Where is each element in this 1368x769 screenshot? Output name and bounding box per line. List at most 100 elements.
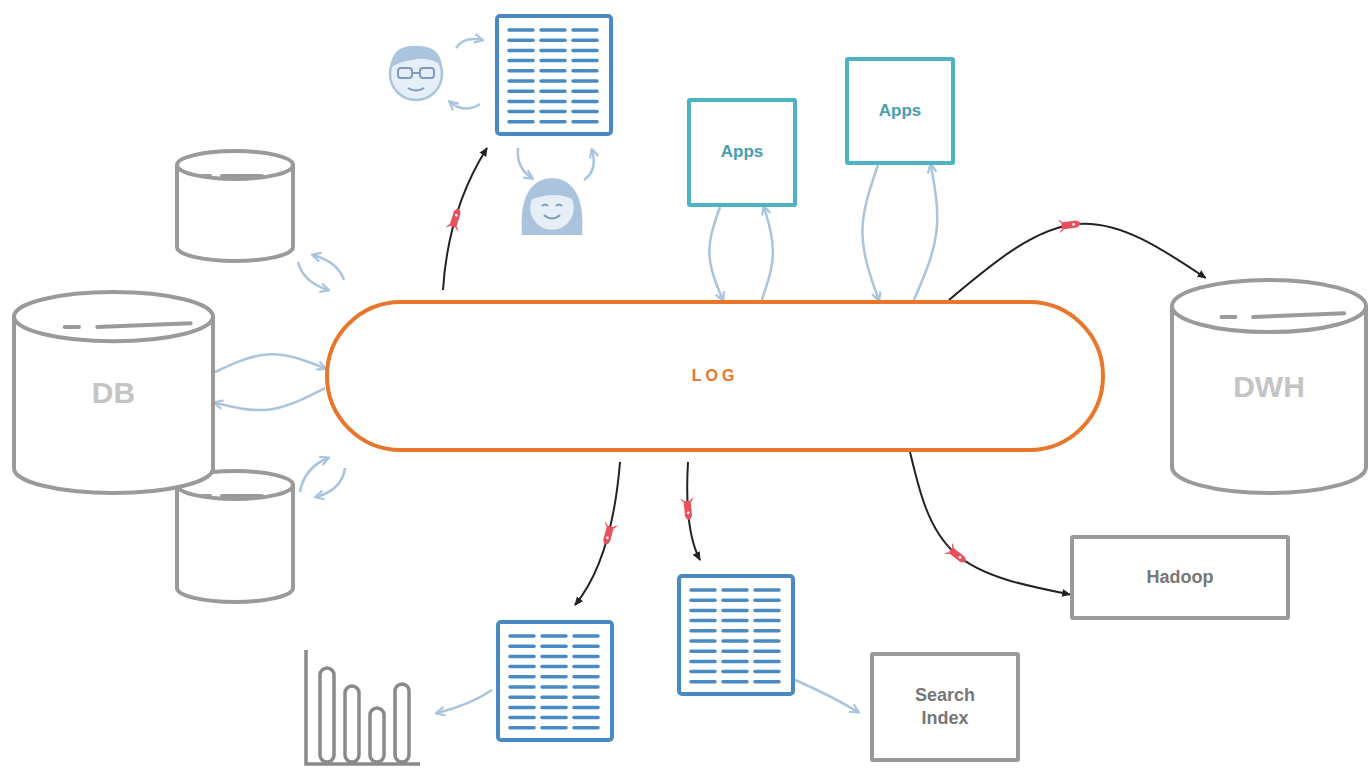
table-row [509, 59, 533, 63]
table-row [723, 639, 747, 643]
node-label: LOG [692, 366, 739, 387]
table-row [541, 100, 565, 104]
table-row [509, 79, 533, 83]
rocket-icon [944, 543, 970, 567]
table-row [573, 100, 597, 104]
table-row [691, 629, 715, 633]
table-row [691, 609, 715, 613]
table-row [691, 588, 715, 592]
table-row [510, 706, 534, 710]
table-row [509, 120, 533, 124]
table-row [573, 89, 597, 93]
table-row [573, 49, 597, 53]
table-row [723, 598, 747, 602]
table-row [510, 634, 534, 638]
table-row [723, 588, 747, 592]
table-row [755, 619, 779, 623]
table-row [574, 685, 598, 689]
search-index-box: Search Index [870, 652, 1020, 762]
table-row [542, 675, 566, 679]
table-row [691, 649, 715, 653]
node-label: DB [92, 373, 135, 412]
table-row [573, 59, 597, 63]
table-row [574, 665, 598, 669]
table-row [542, 726, 566, 730]
table-row [509, 110, 533, 114]
table-row [509, 49, 533, 53]
table-row [574, 655, 598, 659]
table-row [573, 28, 597, 32]
warehouse-cylinder: DWH [1170, 278, 1368, 495]
table-row [723, 629, 747, 633]
table-row [541, 59, 565, 63]
table-row [723, 670, 747, 674]
table-row [510, 726, 534, 730]
table-row [509, 100, 533, 104]
table-row [723, 649, 747, 653]
node-label: Apps [721, 141, 764, 163]
rocket-icon [445, 206, 465, 231]
table-row [755, 649, 779, 653]
connector-arrow [215, 388, 325, 410]
person-icon [390, 46, 442, 100]
table-row [755, 670, 779, 674]
connector-arrow [862, 165, 878, 300]
table-row [541, 89, 565, 93]
app-box: Apps [845, 57, 955, 165]
database-icon [177, 151, 293, 261]
table-row [755, 680, 779, 684]
app-box: Apps [687, 98, 797, 207]
table-row [755, 598, 779, 602]
table-row [542, 665, 566, 669]
connector-arrow [215, 354, 325, 372]
connector-arrow [762, 207, 773, 300]
table-row [723, 660, 747, 664]
table-row [542, 655, 566, 659]
table-row [573, 79, 597, 83]
table-row [510, 675, 534, 679]
table-row [574, 675, 598, 679]
table-row [541, 79, 565, 83]
table-row [573, 69, 597, 73]
table-row [574, 706, 598, 710]
table-row [574, 716, 598, 720]
table-row [691, 619, 715, 623]
table-row [509, 28, 533, 32]
table-row [541, 110, 565, 114]
table-row [541, 49, 565, 53]
table-row [510, 685, 534, 689]
database-icon [177, 471, 293, 602]
table-row [691, 639, 715, 643]
table-row [755, 660, 779, 664]
table-row [509, 38, 533, 42]
table-row [573, 38, 597, 42]
rocket-icon [599, 522, 618, 547]
log-band: LOG [325, 300, 1105, 452]
table-row [755, 588, 779, 592]
node-label: Apps [879, 100, 922, 122]
hadoop-box: Hadoop [1070, 535, 1290, 620]
table-row [691, 680, 715, 684]
table-row [542, 685, 566, 689]
connector-arrow [910, 452, 1070, 595]
table-row [541, 38, 565, 42]
bar-chart-icon [306, 650, 420, 764]
table-row [509, 89, 533, 93]
table-row [755, 609, 779, 613]
table-row [542, 695, 566, 699]
node-label: Search Index [905, 684, 985, 731]
table-row [573, 120, 597, 124]
table-row [510, 655, 534, 659]
table-row [573, 110, 597, 114]
table-row [691, 598, 715, 602]
database-cylinder: DB [12, 290, 215, 495]
table-row [691, 670, 715, 674]
table-row [723, 609, 747, 613]
rocket-icon [1058, 217, 1082, 234]
table-row [691, 660, 715, 664]
table-row [574, 644, 598, 648]
table-row [755, 639, 779, 643]
table-row [542, 634, 566, 638]
table-row [574, 726, 598, 730]
table-row [510, 716, 534, 720]
